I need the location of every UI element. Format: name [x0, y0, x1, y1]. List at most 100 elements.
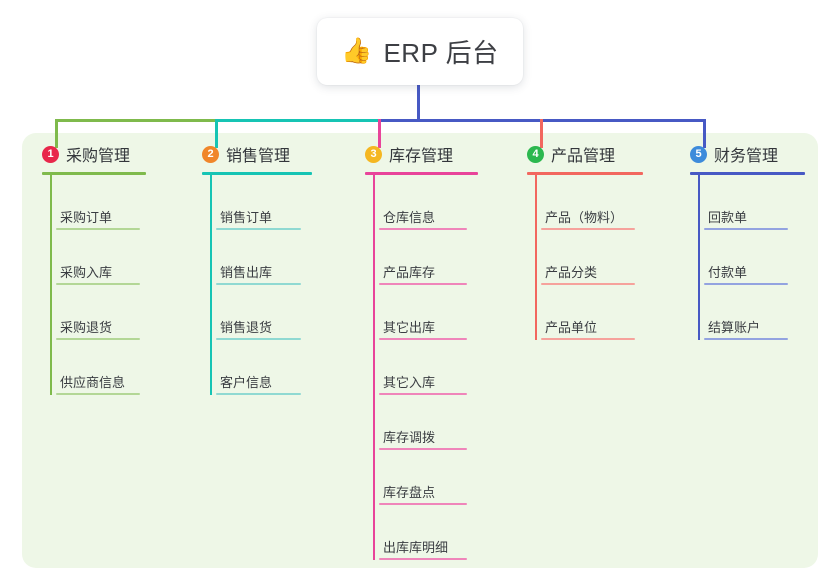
root-node[interactable]: 👍 ERP 后台 [317, 18, 523, 85]
page-title: ERP 后台 [383, 38, 499, 68]
column-items-1: 采购订单采购入库采购退货供应商信息 [42, 175, 146, 395]
menu-item[interactable]: 回款单 [704, 175, 805, 230]
menu-item-rule [379, 283, 467, 285]
root-node-content: 👍 ERP 后台 [341, 33, 498, 70]
column-badge-4: 4 [527, 145, 544, 163]
column-rule-4 [527, 172, 643, 175]
menu-item-label: 库存调拨 [383, 430, 436, 445]
menu-item[interactable]: 产品（物料） [541, 175, 643, 230]
menu-item[interactable]: 出库库明细 [379, 505, 478, 560]
menu-item-label: 其它出库 [383, 320, 436, 335]
menu-item-rule [379, 228, 467, 230]
column-items-5: 回款单付款单结算账户 [690, 175, 805, 340]
menu-item-label: 供应商信息 [60, 375, 126, 390]
menu-item-label: 销售退货 [220, 320, 273, 335]
column-title-3: 库存管理 [389, 148, 454, 165]
menu-item-rule [704, 283, 788, 285]
menu-item[interactable]: 采购入库 [56, 230, 146, 285]
column-spine-5 [698, 175, 700, 340]
column-header-4[interactable]: 4 产品管理 [527, 142, 643, 166]
column-4: 4 产品管理产品（物料） 产品分类产品单位 [527, 142, 643, 340]
menu-item-rule [541, 338, 635, 340]
menu-item-rule [704, 338, 788, 340]
menu-item-rule [56, 338, 140, 340]
menu-item-rule [56, 283, 140, 285]
column-header-5[interactable]: 5 财务管理 [690, 142, 805, 166]
column-title-5: 财务管理 [714, 148, 779, 165]
connector-bar-green [55, 119, 217, 122]
menu-item-label: 结算账户 [708, 320, 761, 335]
column-title-2: 销售管理 [226, 148, 291, 165]
column-items-3: 仓库信息产品库存其它出库其它入库库存调拨库存盘点出库库明细 [365, 175, 478, 560]
menu-item-label: 销售出库 [220, 265, 273, 280]
column-rule-3 [365, 172, 478, 175]
menu-item-label: 采购入库 [60, 265, 113, 280]
connector-stem-3 [378, 119, 381, 148]
menu-item-label: 回款单 [708, 210, 748, 225]
connector-stem-4 [540, 119, 543, 148]
menu-item[interactable]: 采购退货 [56, 285, 146, 340]
connector-stem-2 [215, 119, 218, 148]
menu-item-rule [216, 338, 301, 340]
column-items-2: 销售订单销售出库销售退货客户信息 [202, 175, 312, 395]
menu-item[interactable]: 客户信息 [216, 340, 312, 395]
menu-item[interactable]: 库存盘点 [379, 450, 478, 505]
menu-item-label: 库存盘点 [383, 485, 436, 500]
menu-item[interactable]: 销售订单 [216, 175, 312, 230]
column-rule-2 [202, 172, 312, 175]
column-items-4: 产品（物料） 产品分类产品单位 [527, 175, 643, 340]
menu-item-rule [379, 393, 467, 395]
menu-item-rule [56, 393, 140, 395]
menu-item-rule [216, 228, 301, 230]
menu-item-rule [56, 228, 140, 230]
diagram-panel [22, 133, 818, 568]
menu-item-rule [379, 338, 467, 340]
menu-item[interactable]: 采购订单 [56, 175, 146, 230]
column-spine-4 [535, 175, 537, 340]
menu-item[interactable]: 产品单位 [541, 285, 643, 340]
menu-item-label: 出库库明细 [383, 540, 449, 555]
menu-item[interactable]: 库存调拨 [379, 395, 478, 450]
menu-item[interactable]: 产品分类 [541, 230, 643, 285]
menu-item[interactable]: 供应商信息 [56, 340, 146, 395]
column-badge-1: 1 [42, 145, 59, 163]
connector-stem-1 [55, 119, 58, 148]
menu-item-label: 采购退货 [60, 320, 113, 335]
connector-bar-teal [215, 119, 380, 122]
menu-item-rule [379, 503, 467, 505]
menu-item[interactable]: 仓库信息 [379, 175, 478, 230]
menu-item-label: 产品单位 [545, 320, 598, 335]
menu-item[interactable]: 付款单 [704, 230, 805, 285]
menu-item-label: 产品分类 [545, 265, 598, 280]
menu-item-rule [379, 558, 467, 560]
column-5: 5 财务管理回款单付款单结算账户 [690, 142, 805, 340]
menu-item[interactable]: 销售出库 [216, 230, 312, 285]
column-spine-2 [210, 175, 212, 395]
column-spine-3 [373, 175, 375, 560]
menu-item-label: 产品（物料） [545, 210, 624, 225]
menu-item[interactable]: 销售退货 [216, 285, 312, 340]
menu-item-rule [379, 448, 467, 450]
menu-item-label: 其它入库 [383, 375, 436, 390]
menu-item-label: 销售订单 [220, 210, 273, 225]
menu-item-rule [541, 228, 635, 230]
menu-item-label: 客户信息 [220, 375, 273, 390]
menu-item[interactable]: 产品库存 [379, 230, 478, 285]
menu-item[interactable]: 其它入库 [379, 340, 478, 395]
menu-item[interactable]: 其它出库 [379, 285, 478, 340]
menu-item[interactable]: 结算账户 [704, 285, 805, 340]
connector-trunk [417, 85, 420, 122]
column-title-4: 产品管理 [551, 148, 616, 165]
column-rule-5 [690, 172, 805, 175]
menu-item-label: 仓库信息 [383, 210, 436, 225]
column-badge-5: 5 [690, 145, 707, 163]
column-spine-1 [50, 175, 52, 395]
menu-item-label: 采购订单 [60, 210, 113, 225]
